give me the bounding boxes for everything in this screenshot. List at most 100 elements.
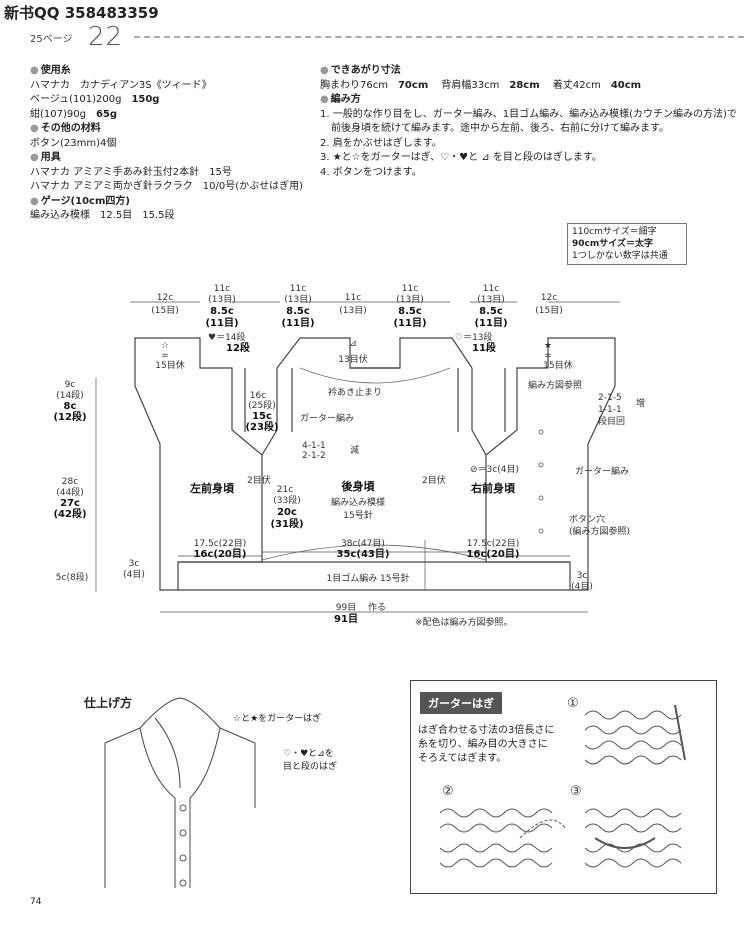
top-85c-br: 8.5c (398, 306, 422, 317)
dec-a: 4-1-1 (302, 441, 326, 451)
lbl-3c-l: 3c (129, 559, 140, 569)
lbl-9c: 9c (65, 380, 76, 390)
lbl-16c20-r: 16c(20目) (467, 548, 520, 560)
shoulder-size: 背肩幅33cm (441, 79, 500, 91)
lbl-20c: 20c (277, 507, 297, 518)
top-11me-l: (11目) (205, 317, 238, 329)
inc-a: 2-1-5 (598, 393, 622, 403)
lbl-4me-l: (4目) (123, 569, 145, 580)
right-front-label: 右前身頃 (470, 481, 516, 495)
other-title: その他の材料 (30, 122, 303, 137)
top-11me-bl: (11目) (281, 317, 314, 329)
garter-graft-text: はぎ合わせる寸法の3倍長さに 糸を切り、編み目の大きさに そろえてはぎます。 (418, 724, 554, 766)
back-label: 後身頃 (342, 479, 376, 493)
finished-sizes: 胸まわり76cm 70cm 背肩幅33cm 28cm 着丈42cm 40cm (320, 79, 737, 94)
pattern-label: 編み込み模様 (331, 496, 385, 508)
size-legend: 110cmサイズ＝細字 90cmサイズ＝太字 1つしかない数字は共通 (567, 223, 687, 265)
lbl-4me-r: (4目) (571, 581, 593, 592)
gauge-line: 編み込み模様 12.5目 15.5段 (30, 210, 175, 221)
lbl-16c: 16c (250, 391, 266, 401)
lbl-15c: 15c (252, 411, 272, 422)
lbl-8c: 8c (64, 401, 77, 412)
top-13me-l: (13目) (208, 294, 235, 305)
step-2: 2. 肩をかぶせはぎします。 (320, 137, 442, 149)
garter-graft-title: ガーターはぎ (420, 692, 502, 714)
lbl-44dan: (44段) (56, 486, 83, 498)
top-11c-r: 11c (483, 284, 499, 294)
rib-label: 1目ゴム編み 15号針 (326, 572, 409, 584)
heart-rows: ♥＝14段 (208, 331, 246, 343)
lbl-5c: 5c(8段) (56, 571, 88, 583)
rows13: 13目伏 (338, 353, 367, 365)
step-4: 4. ボタンをつけます。 (320, 166, 422, 178)
star-symbol: ★ (544, 341, 552, 351)
top-11me-br: (11目) (393, 317, 426, 329)
chest-size: 胸まわり76cm (320, 79, 388, 91)
heart-open-rows: ♡＝13段 (455, 331, 493, 343)
tools-title: 用具 (30, 151, 303, 166)
left-front-label: 左前身頃 (189, 481, 235, 495)
rows15-l: 15目休 (155, 359, 184, 371)
step-3: 3. ★と☆をガーターはぎ、♡・♥と ⊿ を目と段のはぎします。 (320, 152, 602, 163)
method-column: できあがり寸法 胸まわり76cm 70cm 背肩幅33cm 28cm 着丈42c… (320, 64, 737, 180)
lbl-33dan: (33段) (273, 494, 300, 506)
schematic-diagram: 12c (15目) 11c (13目) 8.5c (11目) 11c (13目)… (53, 284, 645, 628)
step-3-number: ③ (570, 784, 582, 799)
materials-column: 使用糸 ハマナカ カナディアン3S《ツィード》 ベージュ(101)200g 15… (30, 64, 303, 224)
lbl-38c: 38c(47目) (341, 538, 385, 549)
top-85c-l: 8.5c (210, 306, 234, 317)
lbl-27c: 27c (60, 498, 80, 509)
yarn-navy-amount-90: 65g (95, 108, 118, 120)
finishing-note-2b: 目と段のはぎ (283, 762, 338, 772)
finishing-note-1: ☆と★をガーターはぎ (233, 714, 322, 724)
needle-label: 15号針 (343, 509, 372, 521)
top-13me-r: (13目) (477, 294, 504, 305)
garter-text-2: 糸を切り、編み目の大きさに (418, 739, 548, 750)
top-12c: 12c (157, 293, 173, 303)
lbl-175-r: 17.5c(22目) (467, 538, 519, 549)
finishing-note-2a: ♡・♥と⊿を (283, 749, 334, 759)
yarn-beige-amount: ベージュ(101)200g (30, 94, 122, 105)
tools-line-2: ハマナカ アミアミ両かぎ針ラクラク 10/0号(かぶせはぎ用) (30, 181, 304, 192)
dec-label: 減 (350, 444, 359, 456)
lbl-42dan: (42段) (53, 507, 86, 520)
method-title: 編み方 (320, 93, 737, 108)
lbl-175-l: 17.5c(22目) (194, 538, 246, 549)
graft-step-2-illustration (440, 808, 566, 868)
lbl-21c: 21c (277, 485, 293, 495)
yarn-beige-amount-90: 150g (131, 94, 160, 105)
inc-c: 段目回 (598, 415, 625, 427)
top-85c-r: 8.5c (479, 306, 503, 317)
top-13me-br: (13目) (396, 294, 423, 305)
qq-header: 新书QQ 358483359 (4, 4, 159, 22)
lbl-31dan: (31段) (270, 517, 303, 530)
yarn-beige: ベージュ(101)200g 150g (30, 93, 303, 108)
graft-step-1-illustration (585, 704, 686, 765)
top-13me-bl: (13目) (284, 294, 311, 305)
top-15me: (15目) (151, 305, 178, 316)
header-divider (134, 36, 744, 38)
tools-line-1: ハマナカ アミアミ手あみ針玉付2本針 15号 (30, 166, 232, 178)
step-1-number: ① (567, 696, 579, 711)
page-ref: 25ページ (30, 34, 73, 45)
lbl-make: 作る (368, 601, 386, 613)
size-legend-common: 1つしかない数字は共通 (572, 251, 668, 261)
garter-graft-box (410, 680, 717, 894)
heart-rows-90: 12段 (226, 341, 250, 354)
yarn-title: 使用糸 (30, 64, 303, 79)
top-15me-r: (15目) (535, 305, 562, 316)
step-1b: 前後身頃を続けて編みます。途中から左前、後ろ、右前に分けて編みます。 (331, 123, 669, 134)
top-11c-bl: 11c (290, 284, 306, 294)
garter-r: ガーター編み (575, 465, 629, 477)
lbl-2me-l: 2目伏 (247, 474, 271, 486)
star-open-symbol: ☆ (161, 341, 169, 351)
collar-stop: 衿あき止まり (328, 386, 382, 398)
heart-open-rows-90: 11段 (472, 341, 496, 354)
length-size: 着丈42cm (552, 79, 601, 91)
top-11me-r: (11目) (474, 317, 507, 329)
lbl-23dan: (23段) (245, 420, 278, 433)
lbl-3c: ⊘＝3c(4目) (470, 464, 519, 475)
size-legend-110: 110cmサイズ＝細字 (572, 227, 657, 237)
buttonhole-b: (編み方図参照) (569, 525, 630, 537)
pattern-number: 22 (88, 22, 124, 52)
